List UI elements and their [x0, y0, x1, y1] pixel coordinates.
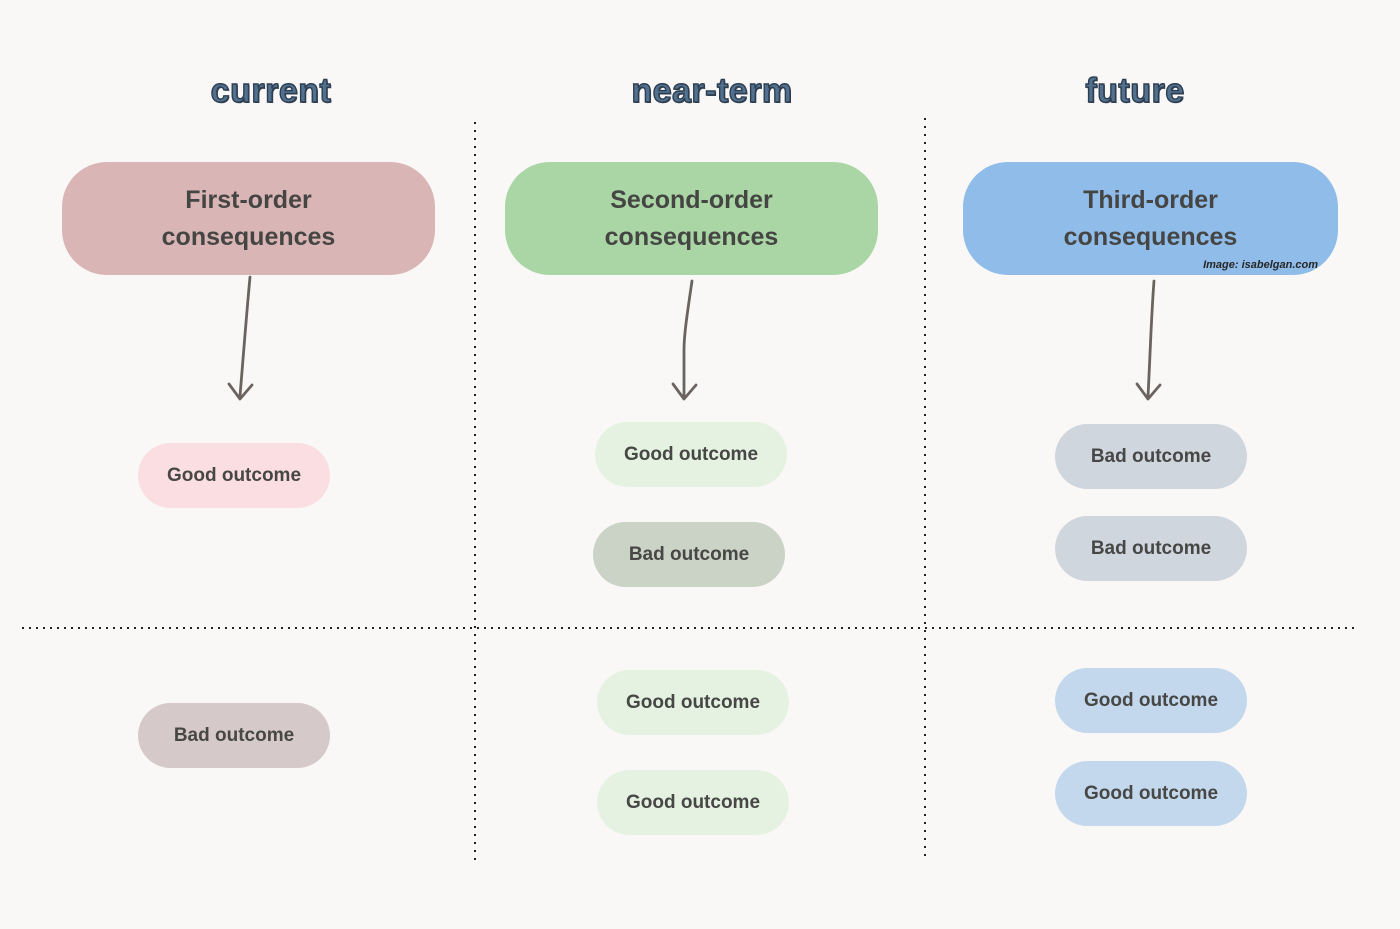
pill-future-upper-bad-outcome-2: Bad outcome — [1055, 516, 1247, 581]
third-order-box: Third-order consequences Image: isabelga… — [963, 162, 1338, 275]
vertical-divider-left — [474, 122, 476, 860]
pill-future-upper-bad-outcome-1: Bad outcome — [1055, 424, 1247, 489]
arrow-first-order — [227, 275, 254, 401]
pill-nearterm-lower-good-outcome-2: Good outcome — [597, 770, 789, 835]
pill-current-bad-outcome: Bad outcome — [138, 703, 330, 768]
first-order-box-title: First-order consequences — [161, 185, 336, 251]
second-order-box: Second-order consequences — [505, 162, 878, 275]
arrow-third-order — [1135, 279, 1162, 401]
second-order-box-title: Second-order consequences — [604, 185, 779, 251]
column-header-near-term: near-term — [631, 71, 793, 110]
pill-nearterm-upper-bad-outcome: Bad outcome — [593, 522, 785, 587]
column-header-current: current — [210, 71, 332, 110]
image-credit: Image: isabelgan.com — [1203, 259, 1318, 271]
pill-future-lower-good-outcome-1: Good outcome — [1055, 668, 1247, 733]
first-order-box: First-order consequences — [62, 162, 435, 275]
pill-current-good-outcome: Good outcome — [138, 443, 330, 508]
pill-nearterm-lower-good-outcome-1: Good outcome — [597, 670, 789, 735]
third-order-box-title: Third-order consequences — [1063, 185, 1238, 251]
horizontal-divider — [22, 627, 1358, 629]
vertical-divider-right — [924, 118, 926, 860]
column-header-future: future — [1085, 71, 1185, 110]
pill-future-lower-good-outcome-2: Good outcome — [1055, 761, 1247, 826]
pill-nearterm-upper-good-outcome: Good outcome — [595, 422, 787, 487]
arrow-second-order — [671, 279, 698, 401]
